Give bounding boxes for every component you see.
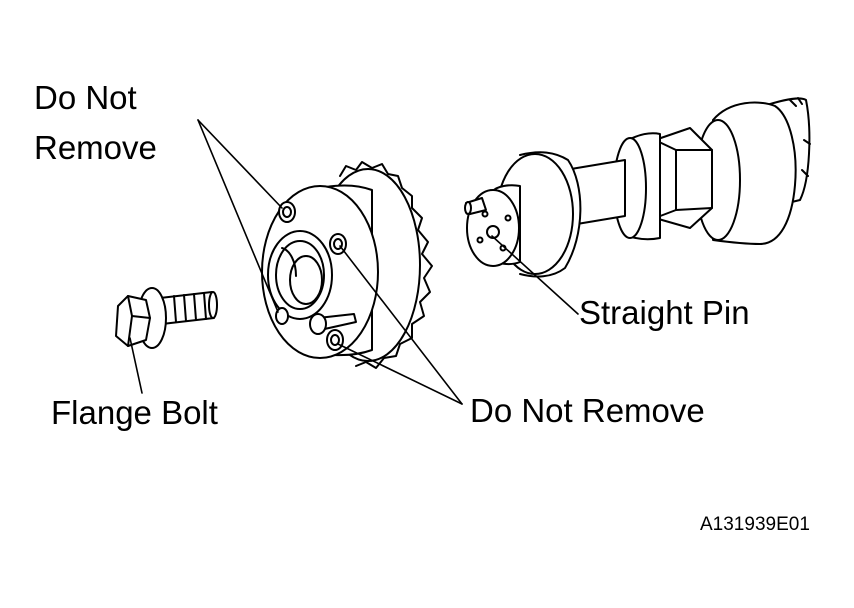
straight-pin-label: Straight Pin	[579, 294, 750, 331]
flange-bolt-label: Flange Bolt	[51, 394, 218, 431]
do-not-remove-label-bottom: Do Not Remove	[470, 392, 705, 429]
do-not-remove-top-line1: Do Not	[34, 79, 137, 116]
timing-sprocket	[261, 161, 433, 369]
flange-bolt-shape	[115, 287, 218, 349]
camshaft	[464, 97, 811, 278]
figure-id-label: A131939E01	[700, 514, 810, 535]
leader-lines	[129, 119, 579, 405]
straight-pin-shape	[464, 197, 487, 215]
do-not-remove-top-line2: Remove	[34, 128, 157, 166]
do-not-remove-label-top: Do Not Remove	[34, 73, 224, 172]
